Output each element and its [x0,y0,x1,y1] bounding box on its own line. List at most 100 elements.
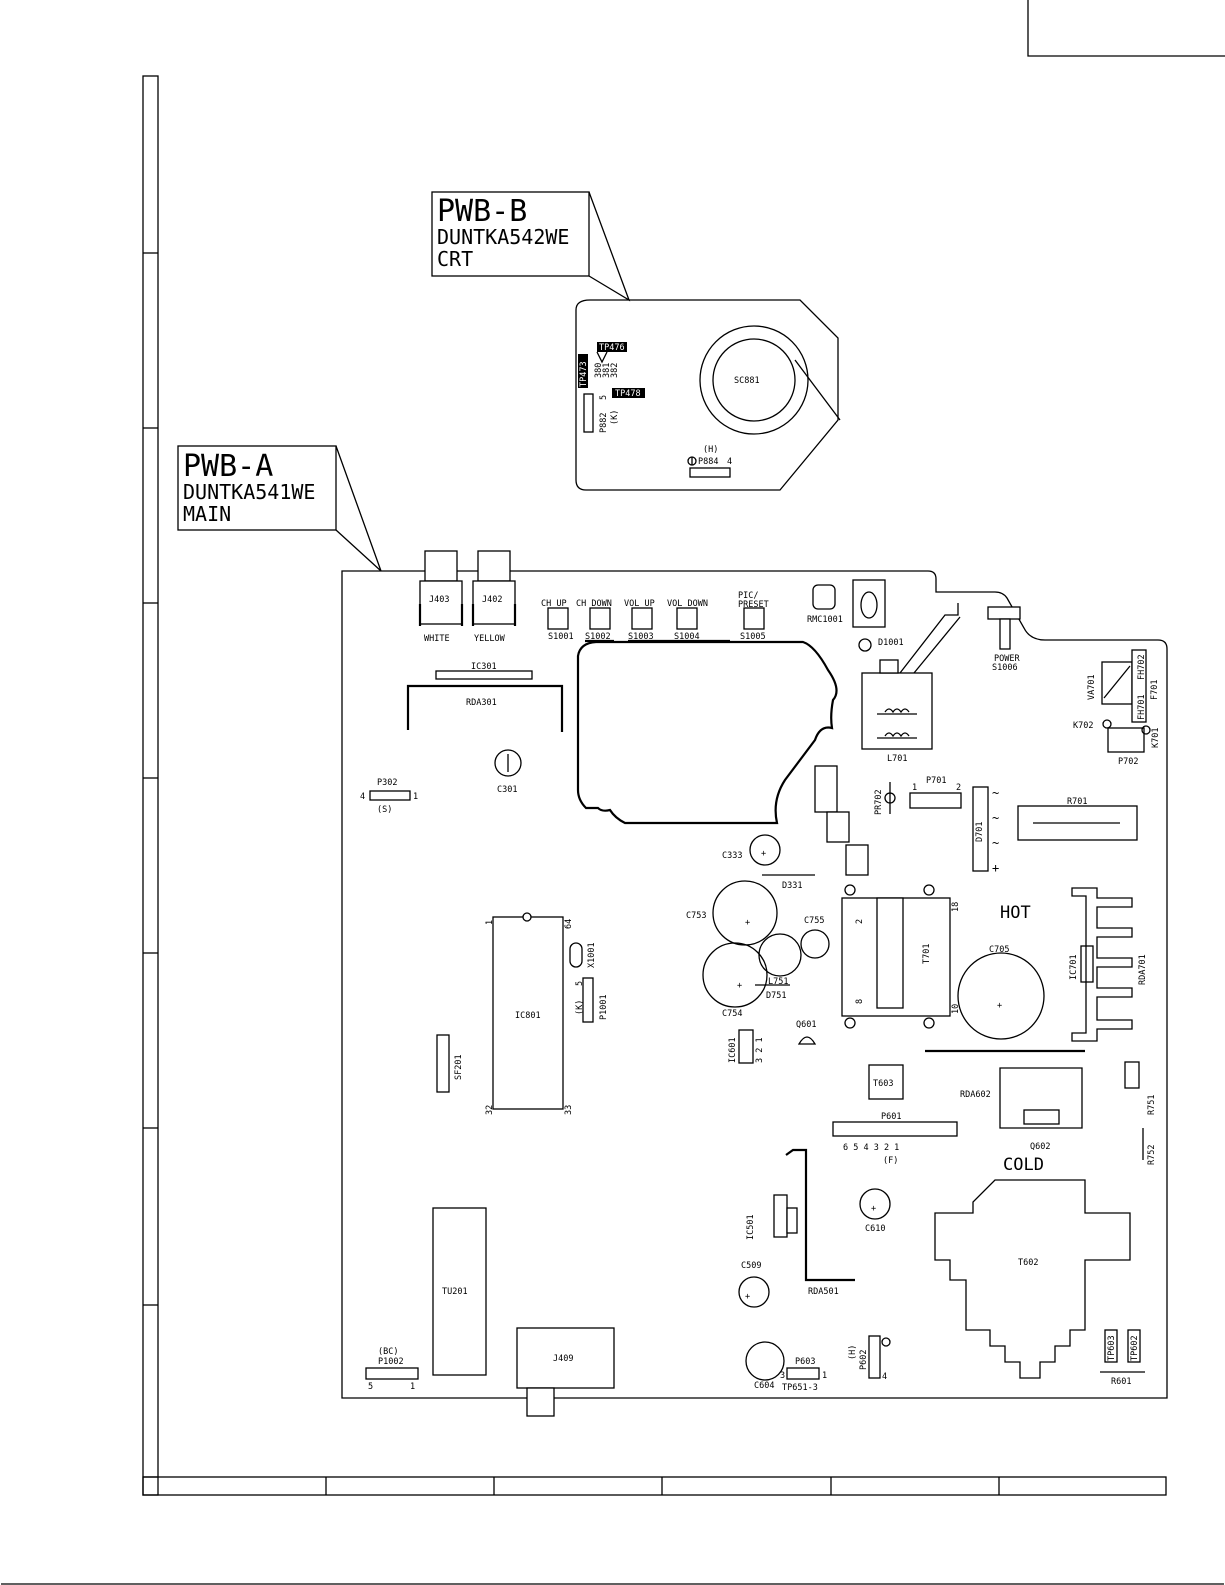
s1004-label: S1004 [674,632,700,642]
p701-pin1: 1 [912,783,917,793]
r751-label: R751 [1147,1095,1157,1115]
pr702-label: PR702 [874,789,884,815]
ic301-label: IC301 [471,662,497,672]
svg-text:+: + [997,1001,1002,1011]
white-label: WHITE [424,634,450,644]
q601-label: Q601 [796,1020,816,1030]
ic301-chip [435,670,533,680]
p1001-label: P1001 [599,994,609,1020]
t701-pin8: 8 [855,999,865,1004]
pwb-a-title-box: PWB-A DUNTKA541WE MAIN [177,445,382,572]
p601-key: (F) [883,1156,898,1166]
vol-up-label: VOL UP [624,599,655,609]
tp473-label: TP473 [579,361,589,387]
t701-label: T701 [922,944,932,964]
va701-label: VA701 [1087,674,1097,700]
d331-label: D331 [782,881,802,891]
p302-key: (S) [377,805,392,815]
s1001-label: S1001 [548,632,574,642]
k701-label: K701 [1151,728,1161,748]
q602-label: Q602 [1030,1142,1050,1152]
fh701-label: FH701 [1137,694,1147,720]
p1002-label: P1002 [378,1357,404,1367]
fh702-label: FH702 [1137,654,1147,680]
tp603-testpoint [1104,1329,1118,1363]
main-board: J403 WHITE J402 YELLOW CH UP CH DOWN VOL… [341,550,1168,1417]
svg-text:~: ~ [992,811,999,825]
j409-jack [516,1327,615,1389]
c333-label: C333 [722,851,742,861]
p882-pin: 5 [599,395,609,400]
p302-pin4: 4 [360,792,365,802]
sf201-filter [436,1034,450,1093]
ic801-pin1: 1 [485,920,495,925]
p882-key: (K) [610,410,620,425]
pic-preset-label-1: PIC/ [738,591,758,601]
p702-connector [1107,727,1145,753]
p602-key: (H) [848,1345,858,1360]
p601-connector [832,1121,958,1137]
crt-shield-wire [576,640,838,825]
r381-label: 381 [602,363,612,378]
ic801-pin33: 33 [564,1105,574,1115]
p602-label: P602 [859,1350,869,1370]
s1005-label: S1005 [740,632,766,642]
crt-board: SC881 TP476 TP473 380 381 382 TP478 P882… [575,299,841,491]
s1003-label: S1003 [628,632,654,642]
ch-up-label: CH UP [541,599,567,609]
pic-preset-label-2: PRESET [738,600,769,610]
tp478-label: TP478 [615,389,641,399]
pwb-a-name: MAIN [183,502,231,526]
rda701-label: RDA701 [1138,954,1148,985]
tp476-label: TP476 [599,343,625,353]
p1002-connector [365,1367,419,1380]
d1001-outline [852,579,886,628]
ic601-label: IC601 [728,1037,738,1063]
s1004-switch [676,607,698,630]
pwb-b-title: PWB-B [437,194,527,229]
r701-label: R701 [1067,797,1087,807]
r752-label: R752 [1147,1145,1157,1165]
svg-text:+: + [992,861,999,875]
k702-label: K702 [1073,721,1093,731]
c755-label: C755 [804,916,824,926]
p1002-key: (BC) [378,1347,398,1357]
p603-pin1: 1 [822,1371,827,1381]
p603-connector [786,1367,820,1380]
s1005-switch [743,607,765,630]
svg-text:~: ~ [992,836,999,850]
t603-label: T603 [873,1079,893,1089]
ic601-pins: 3 2 1 [755,1037,765,1063]
p1001-connector [582,977,594,1023]
rda301-label: RDA301 [466,698,497,708]
p602-connector [868,1335,881,1379]
s1001-switch [547,607,569,630]
d701-label: D701 [975,822,985,842]
p1001-key: (K) [575,1000,585,1015]
rda602-label: RDA602 [960,1090,991,1100]
pwb-a-code: DUNTKA541WE [183,480,315,504]
pwb-b-title-box: PWB-B DUNTKA542WE CRT [431,191,631,302]
sc881-socket-inner [712,338,796,422]
q602-transistor [1023,1109,1060,1125]
p302-pin1: 1 [413,792,418,802]
d701-bridge [972,786,989,872]
s1006-switch [987,606,1021,620]
j409-label: J409 [553,1354,573,1364]
ic801-chip [492,916,564,1110]
p1002-pin5: 5 [368,1382,373,1392]
front-switches: CH UP CH DOWN VOL UP VOL DOWN PIC/ PRESE… [541,591,769,643]
c754-label: C754 [722,1009,742,1019]
p601-label: P601 [881,1112,901,1122]
rmc1001-sensor [812,584,836,610]
p302-connector [369,790,411,801]
ic801-label: IC801 [515,1011,541,1021]
f701-fuse [1131,649,1147,723]
ic501-chip [773,1194,788,1238]
l701-label: L701 [887,754,907,764]
r601-label: R601 [1111,1377,1131,1387]
svg-text:+: + [745,918,750,928]
rda501-label: RDA501 [808,1287,839,1297]
t701-pin2: 2 [855,919,865,924]
